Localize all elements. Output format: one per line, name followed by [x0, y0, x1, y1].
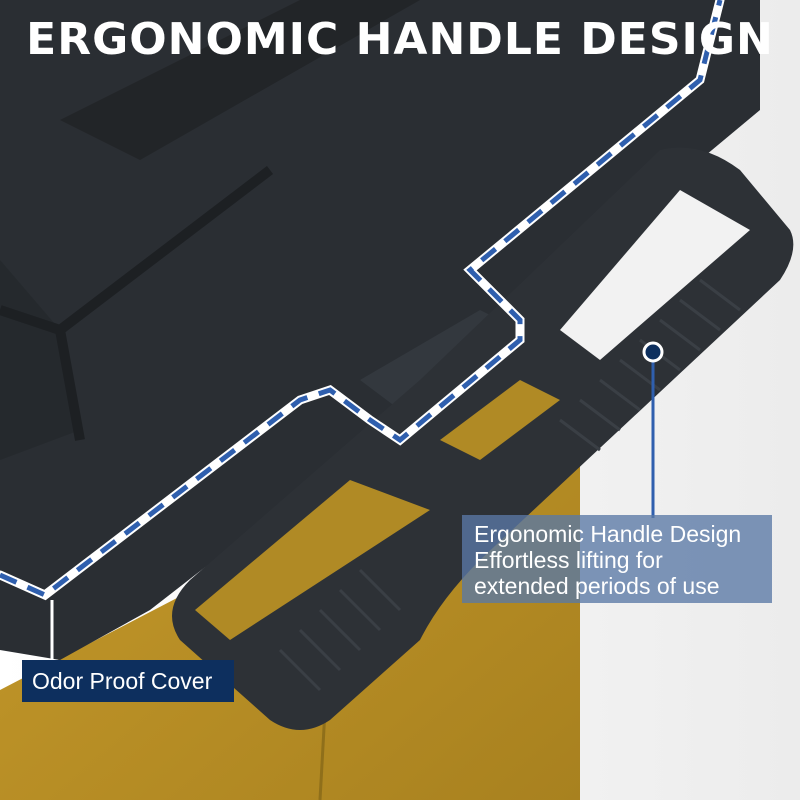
cover-callout-title: Odor Proof Cover: [32, 668, 213, 694]
lid: [0, 0, 760, 660]
handle-marker-dot: [642, 341, 664, 363]
headline: ERGONOMIC HANDLE DESIGN: [26, 14, 774, 65]
handle-opening-low: [195, 480, 430, 640]
handle-callout-line2: extended periods of use: [474, 573, 720, 599]
handle-opening-top: [560, 190, 750, 360]
handle-callout-title: Ergonomic Handle Design: [474, 521, 742, 547]
handle-callout: Ergonomic Handle Design Effortless lifti…: [462, 515, 772, 603]
handle-callout-line1: Effortless lifting for: [474, 547, 663, 573]
cover-outline-dashed: [0, 0, 723, 598]
lid-recess: [60, 0, 420, 160]
cover-callout: Odor Proof Cover: [22, 660, 234, 702]
handle-opening-mid: [440, 380, 560, 460]
lid-ridges: [0, 166, 274, 441]
lid-panel: [0, 260, 80, 460]
